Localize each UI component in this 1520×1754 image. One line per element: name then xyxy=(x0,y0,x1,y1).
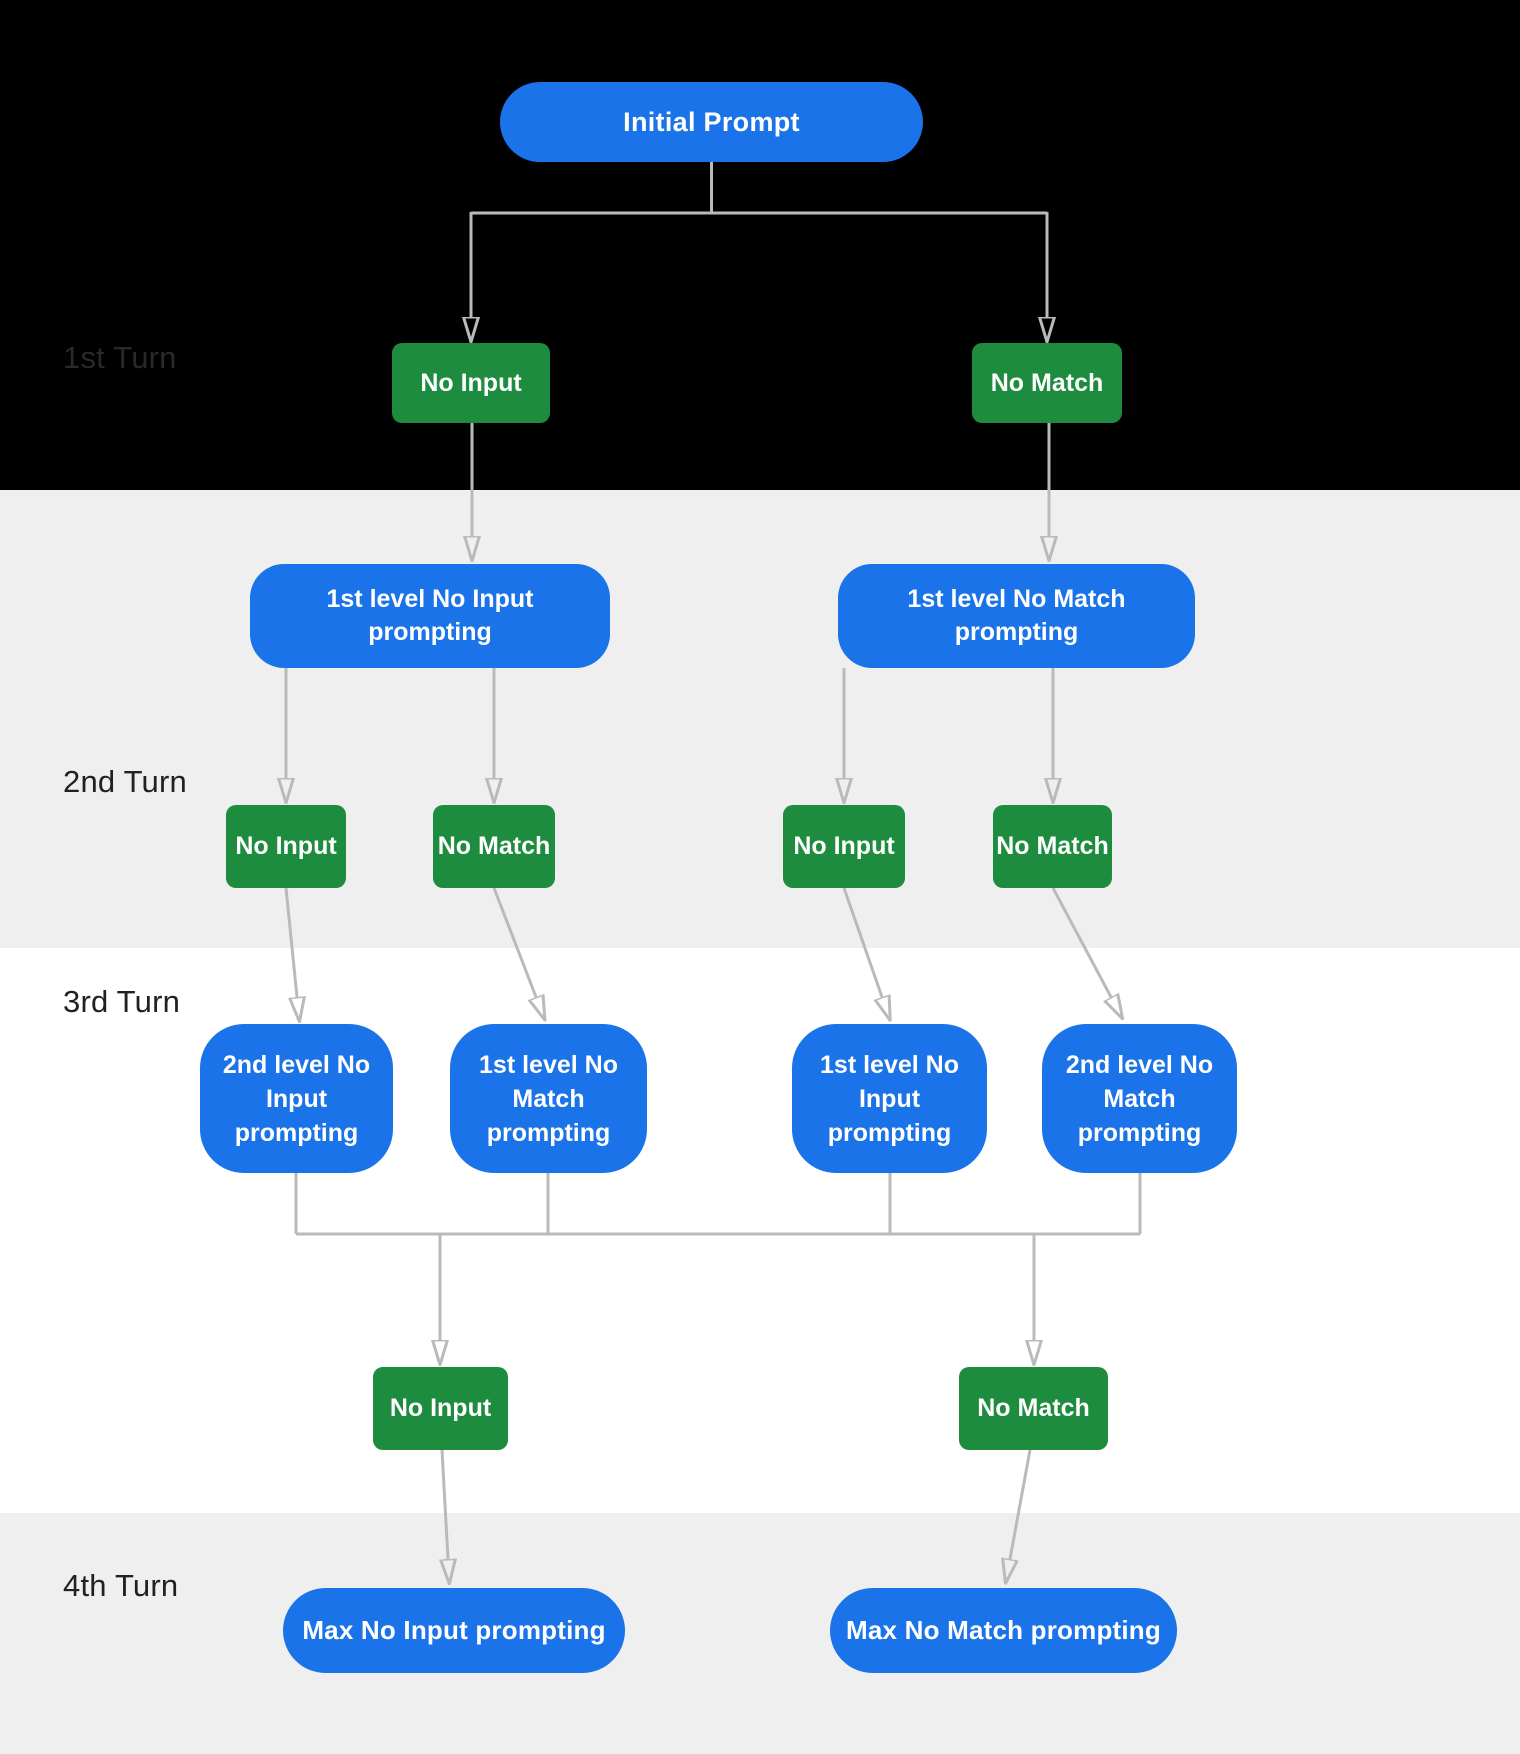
node-label: No Match xyxy=(977,1394,1090,1422)
node-label-line: Match xyxy=(512,1084,585,1113)
node-turn2-no-match-right: No Match xyxy=(993,805,1112,888)
node-label-line: 2nd level No xyxy=(222,1050,371,1079)
node-turn2-no-input-left: No Input xyxy=(226,805,346,888)
connector-arrow xyxy=(492,887,536,997)
node-label-line: 1st level No Input xyxy=(326,585,534,613)
turn-label-2nd: 2nd Turn xyxy=(63,764,187,799)
node-label: No Input xyxy=(420,368,522,397)
node-label-line: Input xyxy=(858,1084,921,1113)
node-turn3-no-match: No Match xyxy=(959,1367,1108,1450)
node-1st-level-no-match-prompting-row3: 1st level No Match prompting xyxy=(450,1024,647,1173)
node-label: No Match xyxy=(996,832,1109,860)
turn-label-3rd: 3rd Turn xyxy=(63,984,181,1019)
band-turn4-gray xyxy=(0,1513,1520,1754)
node-label-line: prompting xyxy=(954,618,1079,646)
node-max-no-input-prompting: Max No Input prompting xyxy=(283,1588,625,1673)
node-initial-prompt: Initial Prompt xyxy=(500,82,923,162)
connector-arrow xyxy=(284,887,297,997)
node-label-line: prompting xyxy=(1077,1118,1202,1147)
turn-label-1st: 1st Turn xyxy=(63,340,177,375)
node-label: No Input xyxy=(793,832,895,860)
node-turn2-no-input-right: No Input xyxy=(783,805,905,888)
node-label: No Input xyxy=(389,1394,492,1422)
connector-arrow xyxy=(1051,887,1111,997)
node-label: No Match xyxy=(990,368,1104,397)
node-label-line: Input xyxy=(265,1084,328,1113)
node-label-line: prompting xyxy=(368,618,492,646)
node-label-line: prompting xyxy=(486,1118,611,1147)
node-label-line: Match xyxy=(1103,1084,1176,1113)
node-2nd-level-no-match-prompting: 2nd level No Match prompting xyxy=(1042,1024,1237,1173)
node-label-line: prompting xyxy=(234,1118,359,1147)
node-label-line: 1st level No xyxy=(820,1050,959,1079)
node-label: No Input xyxy=(235,832,337,860)
node-label: Max No Input prompting xyxy=(302,1615,606,1645)
node-label-line: 2nd level No xyxy=(1065,1050,1214,1079)
node-turn1-no-input: No Input xyxy=(392,343,550,423)
node-label-line: 1st level No xyxy=(479,1050,618,1079)
connectors-group xyxy=(284,162,1142,1559)
node-2nd-level-no-input-prompting: 2nd level No Input prompting xyxy=(200,1024,393,1173)
node-label-line: 1st level No Match xyxy=(907,585,1126,613)
connector-arrow xyxy=(1010,1449,1032,1559)
band-turn1-black xyxy=(0,0,1520,490)
node-label: No Match xyxy=(437,832,551,860)
node-turn1-no-match: No Match xyxy=(972,343,1122,423)
node-turn2-no-match-left: No Match xyxy=(433,805,555,888)
node-1st-level-no-input-prompting: 1st level No Input prompting xyxy=(250,564,610,668)
node-label: Initial Prompt xyxy=(623,106,800,137)
node-1st-level-no-input-prompting-row3: 1st level No Input prompting xyxy=(792,1024,987,1173)
node-label-line: prompting xyxy=(827,1118,952,1147)
turn-label-4th: 4th Turn xyxy=(63,1568,179,1603)
node-label: Max No Match prompting xyxy=(846,1615,1161,1645)
connector-arrow xyxy=(842,887,882,997)
node-1st-level-no-match-prompting: 1st level No Match prompting xyxy=(838,564,1195,668)
connector-arrow xyxy=(442,1449,448,1559)
node-turn3-no-input: No Input xyxy=(373,1367,508,1450)
node-max-no-match-prompting: Max No Match prompting xyxy=(830,1588,1177,1673)
